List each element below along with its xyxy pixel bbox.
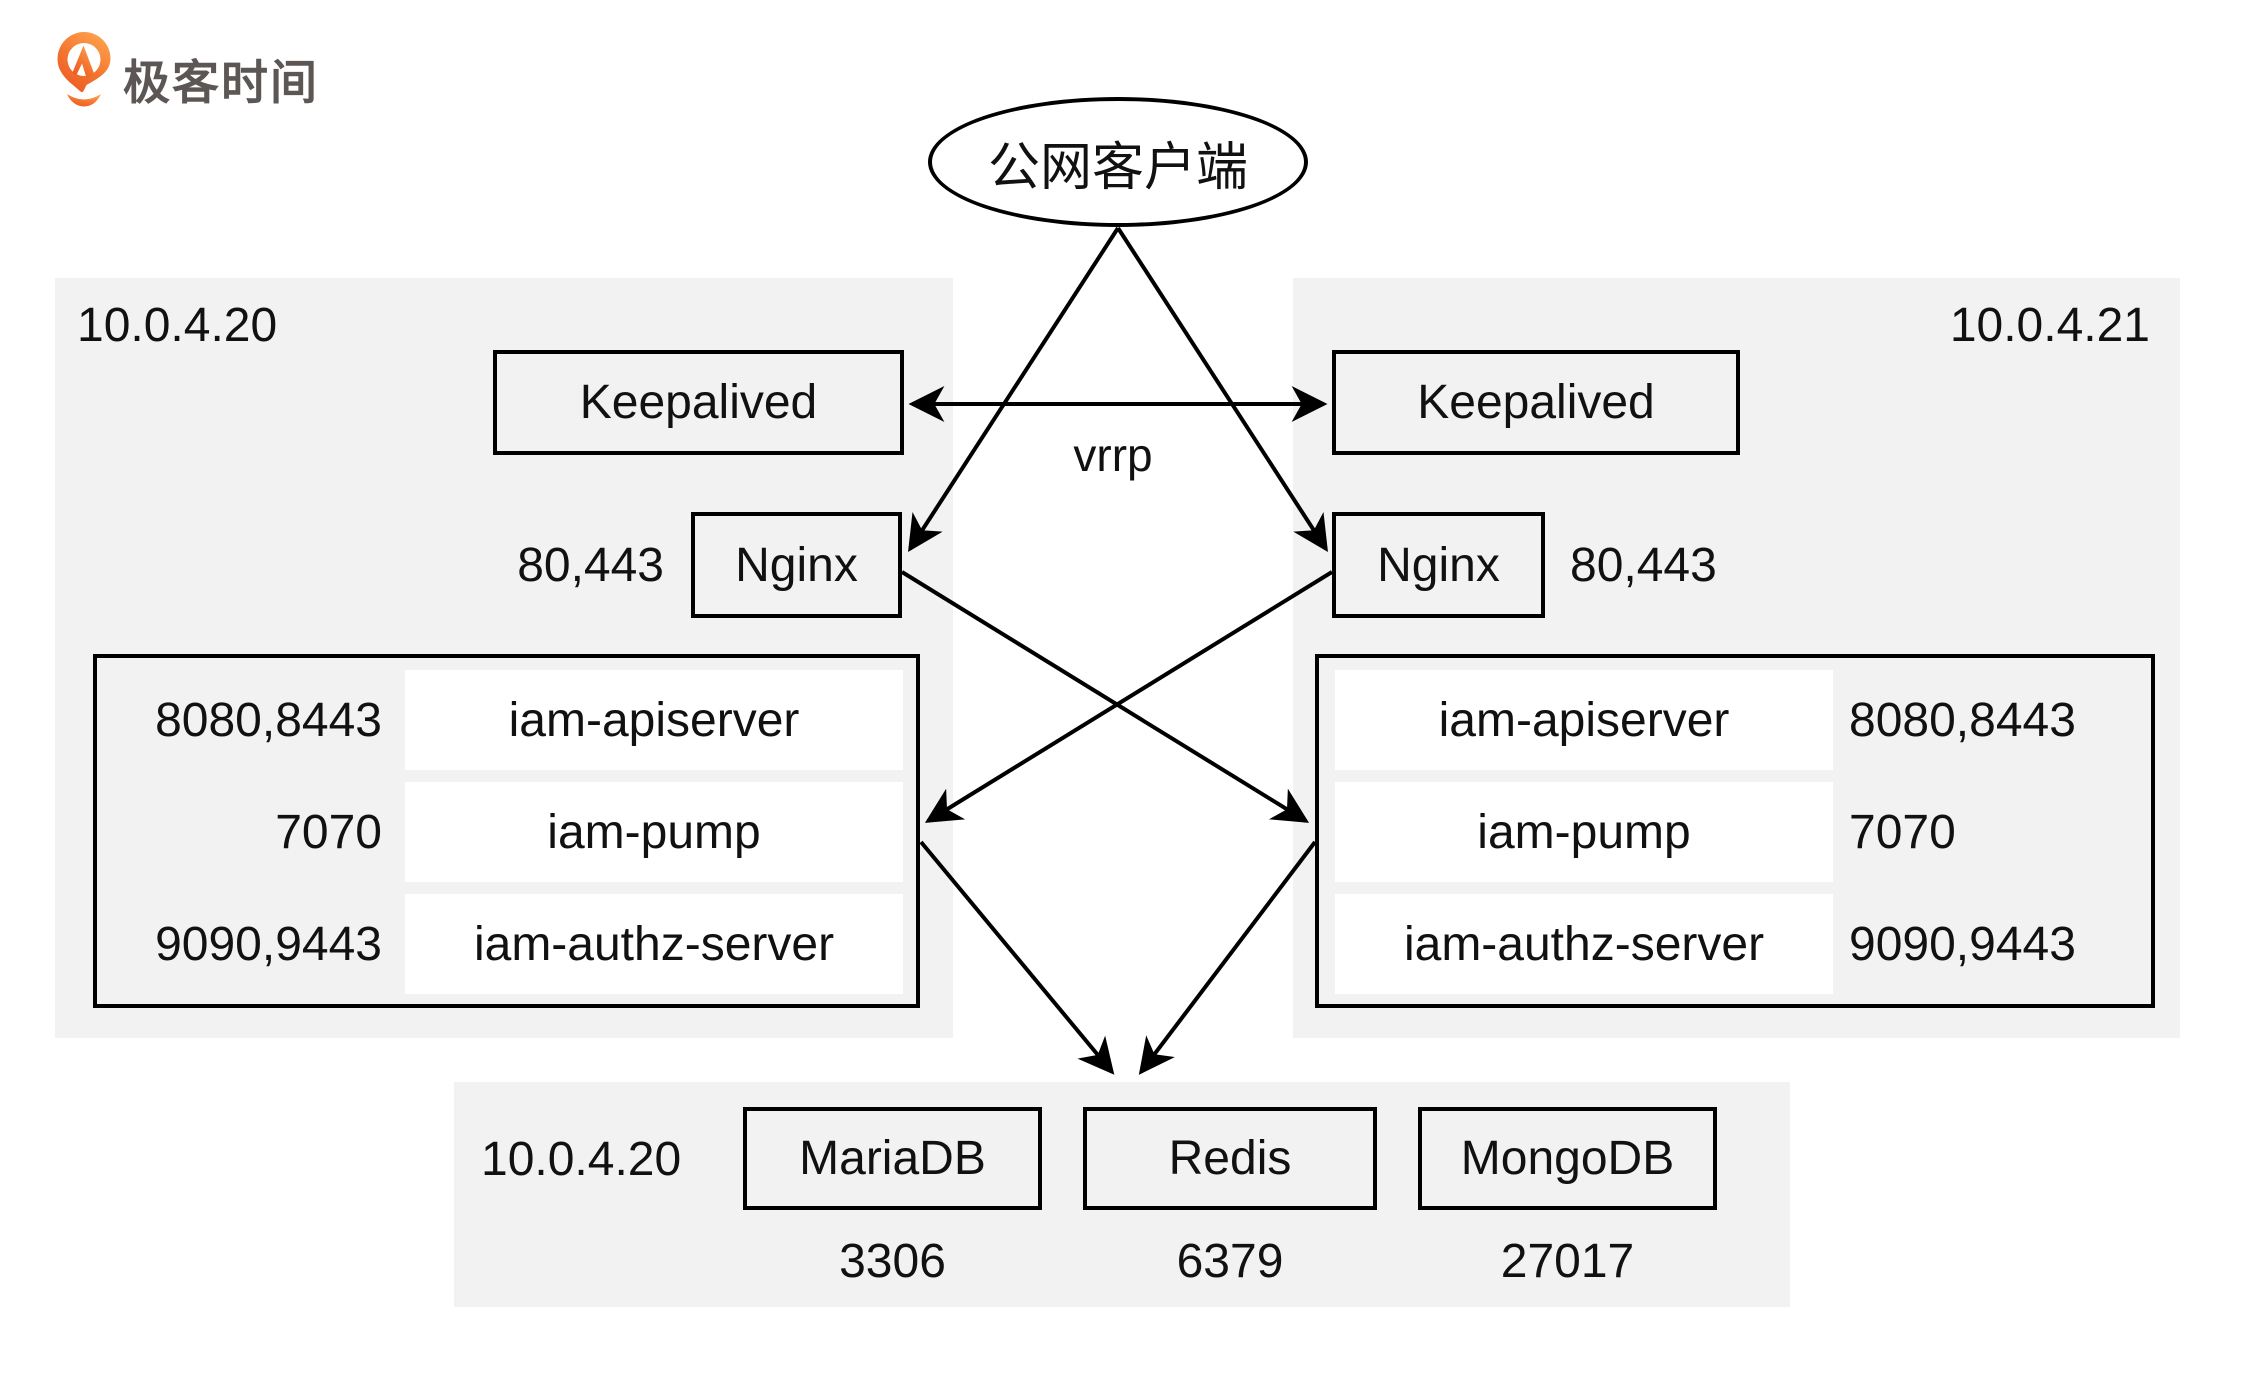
- mariadb-node: MariaDB: [743, 1107, 1042, 1210]
- mariadb-port: 3306: [839, 1235, 946, 1288]
- nginx-node-right: Nginx: [1332, 512, 1545, 618]
- service-row: iam-pump: [1335, 782, 1833, 882]
- service-port: 7070: [1849, 806, 1956, 859]
- redis-port: 6379: [1176, 1235, 1284, 1288]
- nginx-node-left: Nginx: [691, 512, 902, 618]
- geektime-pin-icon: [57, 32, 111, 107]
- right-server-ip: 10.0.4.21: [1949, 299, 2150, 352]
- service-port: 9090,9443: [155, 918, 382, 971]
- mongodb-node: MongoDB: [1418, 1107, 1717, 1210]
- redis-node: Redis: [1083, 1107, 1377, 1210]
- nginx-ports-left: 80,443: [517, 539, 664, 592]
- service-port: 7070: [275, 806, 382, 859]
- database-panel: 10.0.4.20 MariaDB Redis MongoDB 3306 637…: [454, 1082, 1790, 1307]
- database-server-ip: 10.0.4.20: [481, 1133, 682, 1186]
- mongodb-port: 27017: [1500, 1235, 1635, 1288]
- service-row: iam-authz-server: [405, 894, 903, 994]
- left-server-ip: 10.0.4.20: [77, 299, 278, 352]
- services-box-right: iam-apiserver iam-pump iam-authz-server …: [1315, 654, 2155, 1008]
- keepalived-node-left: Keepalived: [493, 350, 904, 455]
- nginx-ports-right: 80,443: [1570, 539, 1717, 592]
- service-row: iam-apiserver: [1335, 670, 1833, 770]
- service-row: iam-pump: [405, 782, 903, 882]
- services-box-left: 8080,8443 7070 9090,9443 iam-apiserver i…: [93, 654, 920, 1008]
- service-port: 9090,9443: [1849, 918, 2076, 971]
- vrrp-label: vrrp: [1073, 429, 1153, 481]
- service-port: 8080,8443: [1849, 694, 2076, 747]
- geektime-logo: 极客时间: [53, 28, 453, 109]
- service-row: iam-authz-server: [1335, 894, 1833, 994]
- service-row: iam-apiserver: [405, 670, 903, 770]
- keepalived-node-right: Keepalived: [1332, 350, 1740, 455]
- public-client-node: 公网客户端: [928, 97, 1308, 227]
- brand-text: 极客时间: [123, 56, 319, 109]
- service-port: 8080,8443: [155, 694, 382, 747]
